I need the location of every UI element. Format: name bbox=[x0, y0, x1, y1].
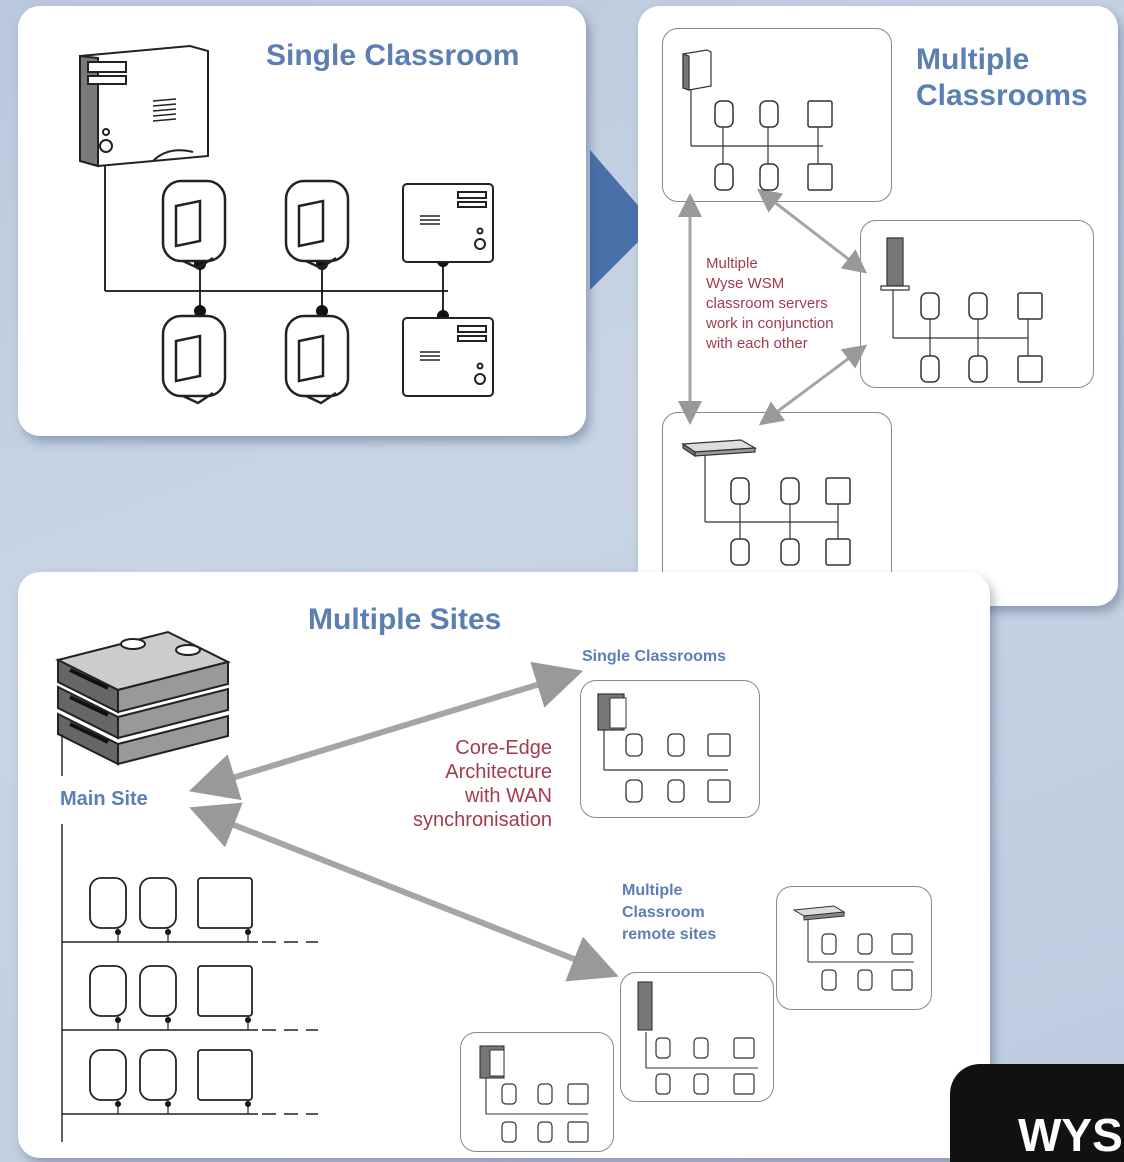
single-classrooms-label: Single Classrooms bbox=[582, 648, 727, 665]
main-site-label: Main Site bbox=[60, 788, 148, 810]
note-line: classroom servers bbox=[706, 295, 828, 312]
note-line: Multiple bbox=[706, 255, 758, 272]
brand-logo: WYS bbox=[950, 1064, 1124, 1162]
remote-line: remote sites bbox=[622, 926, 717, 943]
multiple-classrooms-title: Multiple Classrooms bbox=[916, 42, 1088, 114]
single-classroom-panel: Single Classroom bbox=[18, 6, 586, 436]
multiple-sites-panel: Multiple Sites Main Site Single Classroo… bbox=[18, 572, 990, 1158]
remote-line: Multiple bbox=[622, 882, 683, 899]
mini-network bbox=[682, 49, 833, 191]
remote-sites-label: Multiple Classroom remote sites bbox=[622, 880, 716, 946]
mini-network bbox=[681, 439, 851, 566]
title-line-1: Multiple bbox=[916, 43, 1030, 76]
note-line: work in conjunction bbox=[706, 315, 834, 332]
client-row bbox=[89, 877, 253, 1101]
thin-client-icon bbox=[284, 179, 350, 270]
flow-arrow-right bbox=[590, 150, 655, 290]
thin-client-icon bbox=[161, 314, 227, 405]
pc-tower-icon bbox=[402, 317, 494, 397]
mini-network bbox=[637, 981, 758, 1095]
mini-network bbox=[597, 693, 731, 803]
server-icon bbox=[79, 44, 209, 168]
mini-network bbox=[792, 905, 914, 991]
mini-network bbox=[880, 237, 1043, 383]
note-line: Wyse WSM bbox=[706, 275, 785, 292]
title-line-2: Classrooms bbox=[916, 79, 1088, 112]
multiple-sites-title: Multiple Sites bbox=[308, 603, 502, 636]
multiple-classrooms-diagram bbox=[678, 49, 1043, 566]
single-classroom-diagram bbox=[79, 44, 494, 405]
pc-tower-icon bbox=[402, 183, 494, 263]
server-rack-icon bbox=[55, 630, 231, 766]
mini-network bbox=[479, 1045, 589, 1143]
multiple-classrooms-panel: Multiple Classrooms Multiple Wyse WSM cl… bbox=[638, 6, 1118, 606]
thin-client-icon bbox=[284, 314, 350, 405]
remote-line: Classroom bbox=[622, 904, 705, 921]
single-classroom-title: Single Classroom bbox=[266, 39, 520, 72]
thin-client-icon bbox=[161, 179, 227, 270]
multiple-sites-diagram bbox=[55, 630, 914, 1143]
brand-logo-text: WYS bbox=[1018, 1109, 1123, 1161]
classroom-box-3 bbox=[662, 412, 892, 592]
